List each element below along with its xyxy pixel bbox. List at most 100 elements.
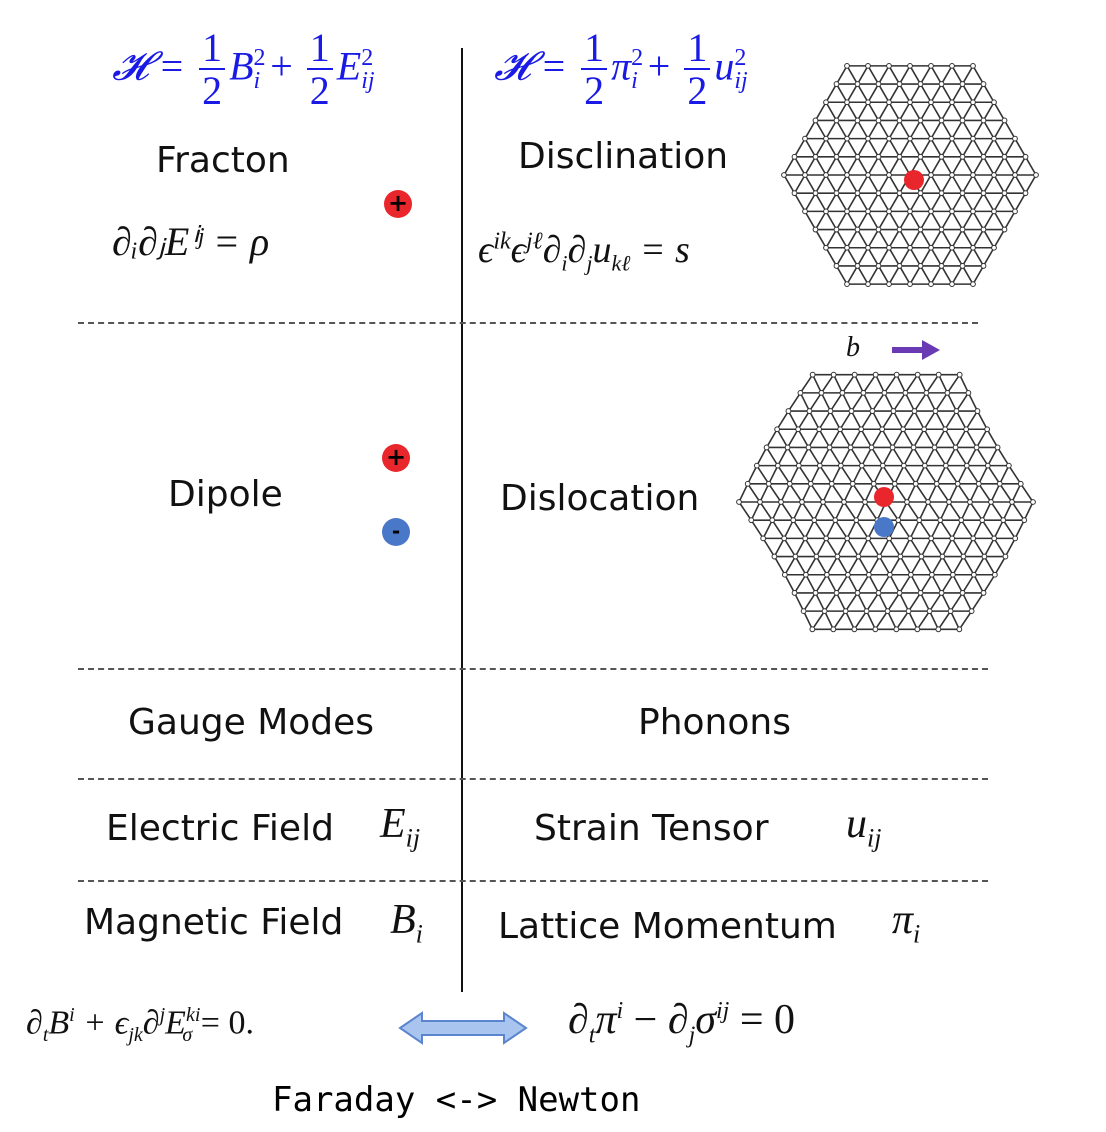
eq-part: j <box>586 250 593 276</box>
eq-part: i <box>616 998 624 1024</box>
eq-part: ij <box>716 998 730 1024</box>
dislocation-positive-dot <box>874 487 894 507</box>
eq-part: ϵ <box>478 229 494 271</box>
newton-equation: ∂tπi − ∂jσij = 0 <box>568 996 795 1049</box>
dashed-divider <box>78 880 988 882</box>
eq-part: i <box>561 250 568 276</box>
eq-part: t <box>42 1024 49 1047</box>
term-symbol: π <box>611 43 632 89</box>
symbol-sub: i <box>415 919 423 949</box>
dislocation-label: Dislocation <box>500 478 700 519</box>
symbol-sub: ij <box>405 823 421 853</box>
frac-num: 1 <box>684 28 711 71</box>
eq-part: j <box>159 1004 166 1026</box>
eq-part: ∂ <box>567 229 587 271</box>
eq-part: = 0. <box>192 1004 254 1042</box>
eq-part: B <box>48 1004 70 1042</box>
faraday-newton-caption: Faraday <-> Newton <box>272 1080 641 1120</box>
frac-num: 1 <box>306 28 333 71</box>
eq-part: t <box>588 1022 596 1049</box>
eq-part: kℓ <box>611 250 631 276</box>
eq-part: ki <box>185 1004 201 1026</box>
hamiltonian-lhs: 𝓗 = <box>494 43 578 89</box>
positive-charge-icon: + <box>382 444 410 472</box>
disclination-equation: ϵikϵjℓ∂i∂jukℓ = s <box>478 228 690 277</box>
plus-sign: + <box>260 43 303 89</box>
term-sup: 2 <box>361 45 374 71</box>
term-sub: i <box>253 68 261 95</box>
eq-part: ∂ <box>26 1004 43 1042</box>
eq-part: σ <box>182 1024 193 1047</box>
double-headed-arrow-icon <box>398 1011 528 1045</box>
dashed-divider <box>78 778 988 780</box>
term-sub: ij <box>361 68 375 95</box>
eq-part: π <box>595 997 617 1043</box>
eq-part: u <box>592 229 612 271</box>
disclination-label: Disclination <box>518 136 729 177</box>
faraday-equation: ∂tBi + ϵjk∂jEkiσ = 0. <box>26 1004 254 1047</box>
magnetic-field-label: Magnetic Field <box>84 902 344 943</box>
symbol: u <box>846 801 867 847</box>
eq-part: = s <box>630 229 690 271</box>
term-sub: i <box>631 68 638 95</box>
burgers-vector-label: b⃗ <box>846 332 882 363</box>
frac-den: 2 <box>309 68 330 114</box>
frac-num: 1 <box>581 28 608 71</box>
term-symbol: E <box>336 43 362 89</box>
negative-charge-icon: - <box>382 518 410 546</box>
positive-charge-icon: + <box>384 190 412 218</box>
eq-part: i <box>69 1004 75 1026</box>
disclination-core-dot <box>904 170 924 190</box>
electric-field-symbol: Eij <box>380 800 420 853</box>
dashed-divider <box>78 322 978 324</box>
dipole-label: Dipole <box>168 474 283 515</box>
eq-part: ∂ <box>142 1004 160 1042</box>
phonons-label: Phonons <box>638 702 791 743</box>
frac-den: 2 <box>687 68 708 114</box>
dislocation-negative-dot <box>874 517 894 537</box>
term-symbol: B <box>229 43 254 89</box>
magnetic-field-symbol: Bi <box>390 896 423 949</box>
eq-part: ϵ <box>510 229 526 271</box>
frac-den: 2 <box>202 68 223 114</box>
eq-part: E <box>165 1004 186 1042</box>
eq-part: jk <box>128 1024 143 1047</box>
eq-part: j <box>688 1022 696 1049</box>
eq-part: ∂ <box>542 229 562 271</box>
eq-part: = 0 <box>729 997 796 1043</box>
eq-part: σ <box>695 997 716 1043</box>
hamiltonian-lhs: 𝓗 = <box>112 43 196 89</box>
lattice-momentum-symbol: πi <box>892 896 920 949</box>
term-sub: ij <box>734 68 748 95</box>
term-sup: 2 <box>631 45 644 71</box>
vertical-divider <box>461 48 463 992</box>
fracton-label: Fracton <box>156 140 290 181</box>
eq-part: + ϵ <box>74 1004 129 1042</box>
frac-den: 2 <box>584 68 605 114</box>
plus-sign: + <box>637 43 681 89</box>
gauge-modes-label: Gauge Modes <box>128 702 375 743</box>
strain-tensor-label: Strain Tensor <box>534 808 769 849</box>
electric-field-label: Electric Field <box>106 808 334 849</box>
term-sup: 2 <box>734 45 747 71</box>
eq-part: jℓ <box>525 228 543 255</box>
eq-part: − ∂ <box>623 997 689 1043</box>
symbol: π <box>892 897 914 943</box>
triangular-lattice-dislocation-image <box>736 371 1036 633</box>
eq-part: ik <box>493 228 511 255</box>
fracton-equation: ∂ᵢ∂ⱼEⁱʲ = ρ <box>112 219 270 264</box>
triangular-lattice-disclination-image <box>781 62 1039 288</box>
term-symbol: u <box>714 43 735 89</box>
dashed-divider <box>78 668 988 670</box>
lattice-momentum-label: Lattice Momentum <box>498 906 837 947</box>
burgers-vector-arrow-icon <box>892 340 940 360</box>
symbol-sub: ij <box>867 823 882 853</box>
eq-part: ∂ <box>568 997 589 1043</box>
